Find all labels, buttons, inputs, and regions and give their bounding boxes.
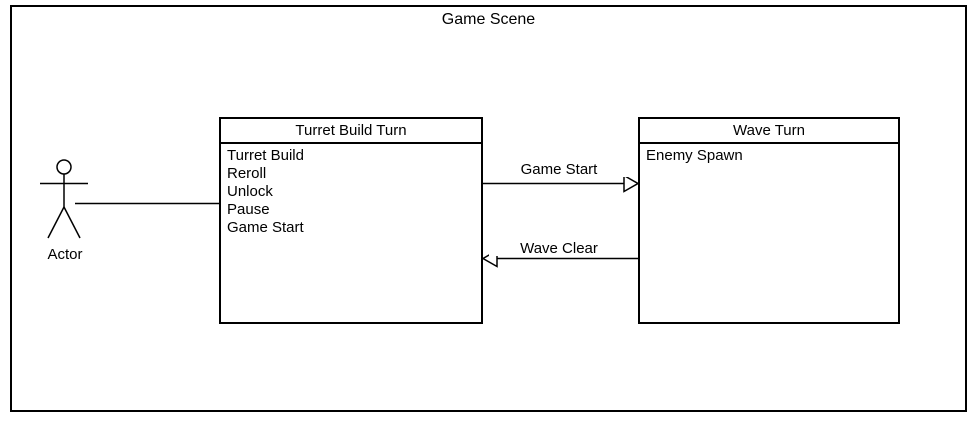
actor-leg-right (63, 206, 81, 239)
node-item: Pause (227, 201, 270, 218)
edge-label-game-start: Game Start (489, 162, 629, 177)
edge-game-start (483, 174, 640, 193)
node-body: Enemy Spawn (640, 144, 898, 168)
diagram-title: Game Scene (441, 11, 536, 28)
diagram-frame (10, 5, 967, 412)
actor-figure-icon (40, 159, 88, 239)
node-body: Turret Build Reroll Unlock Pause Game St… (221, 144, 481, 240)
node-item: Reroll (227, 165, 267, 182)
node-turret-build-turn: Turret Build Turn Turret Build Reroll Un… (219, 117, 483, 324)
actor-head (56, 159, 72, 175)
node-item: Enemy Spawn (646, 147, 743, 164)
node-item: Game Start (227, 219, 304, 236)
node-wave-turn: Wave Turn Enemy Spawn (638, 117, 900, 324)
node-title: Wave Turn (640, 119, 898, 144)
actor-leg-left (47, 206, 65, 239)
edge-label-wave-clear: Wave Clear (489, 241, 629, 256)
node-title: Turret Build Turn (221, 119, 481, 144)
actor-label: Actor (47, 246, 83, 263)
node-item: Unlock (227, 183, 273, 200)
open-arrowhead-right-icon (623, 174, 640, 193)
node-item: Turret Build (227, 147, 304, 164)
